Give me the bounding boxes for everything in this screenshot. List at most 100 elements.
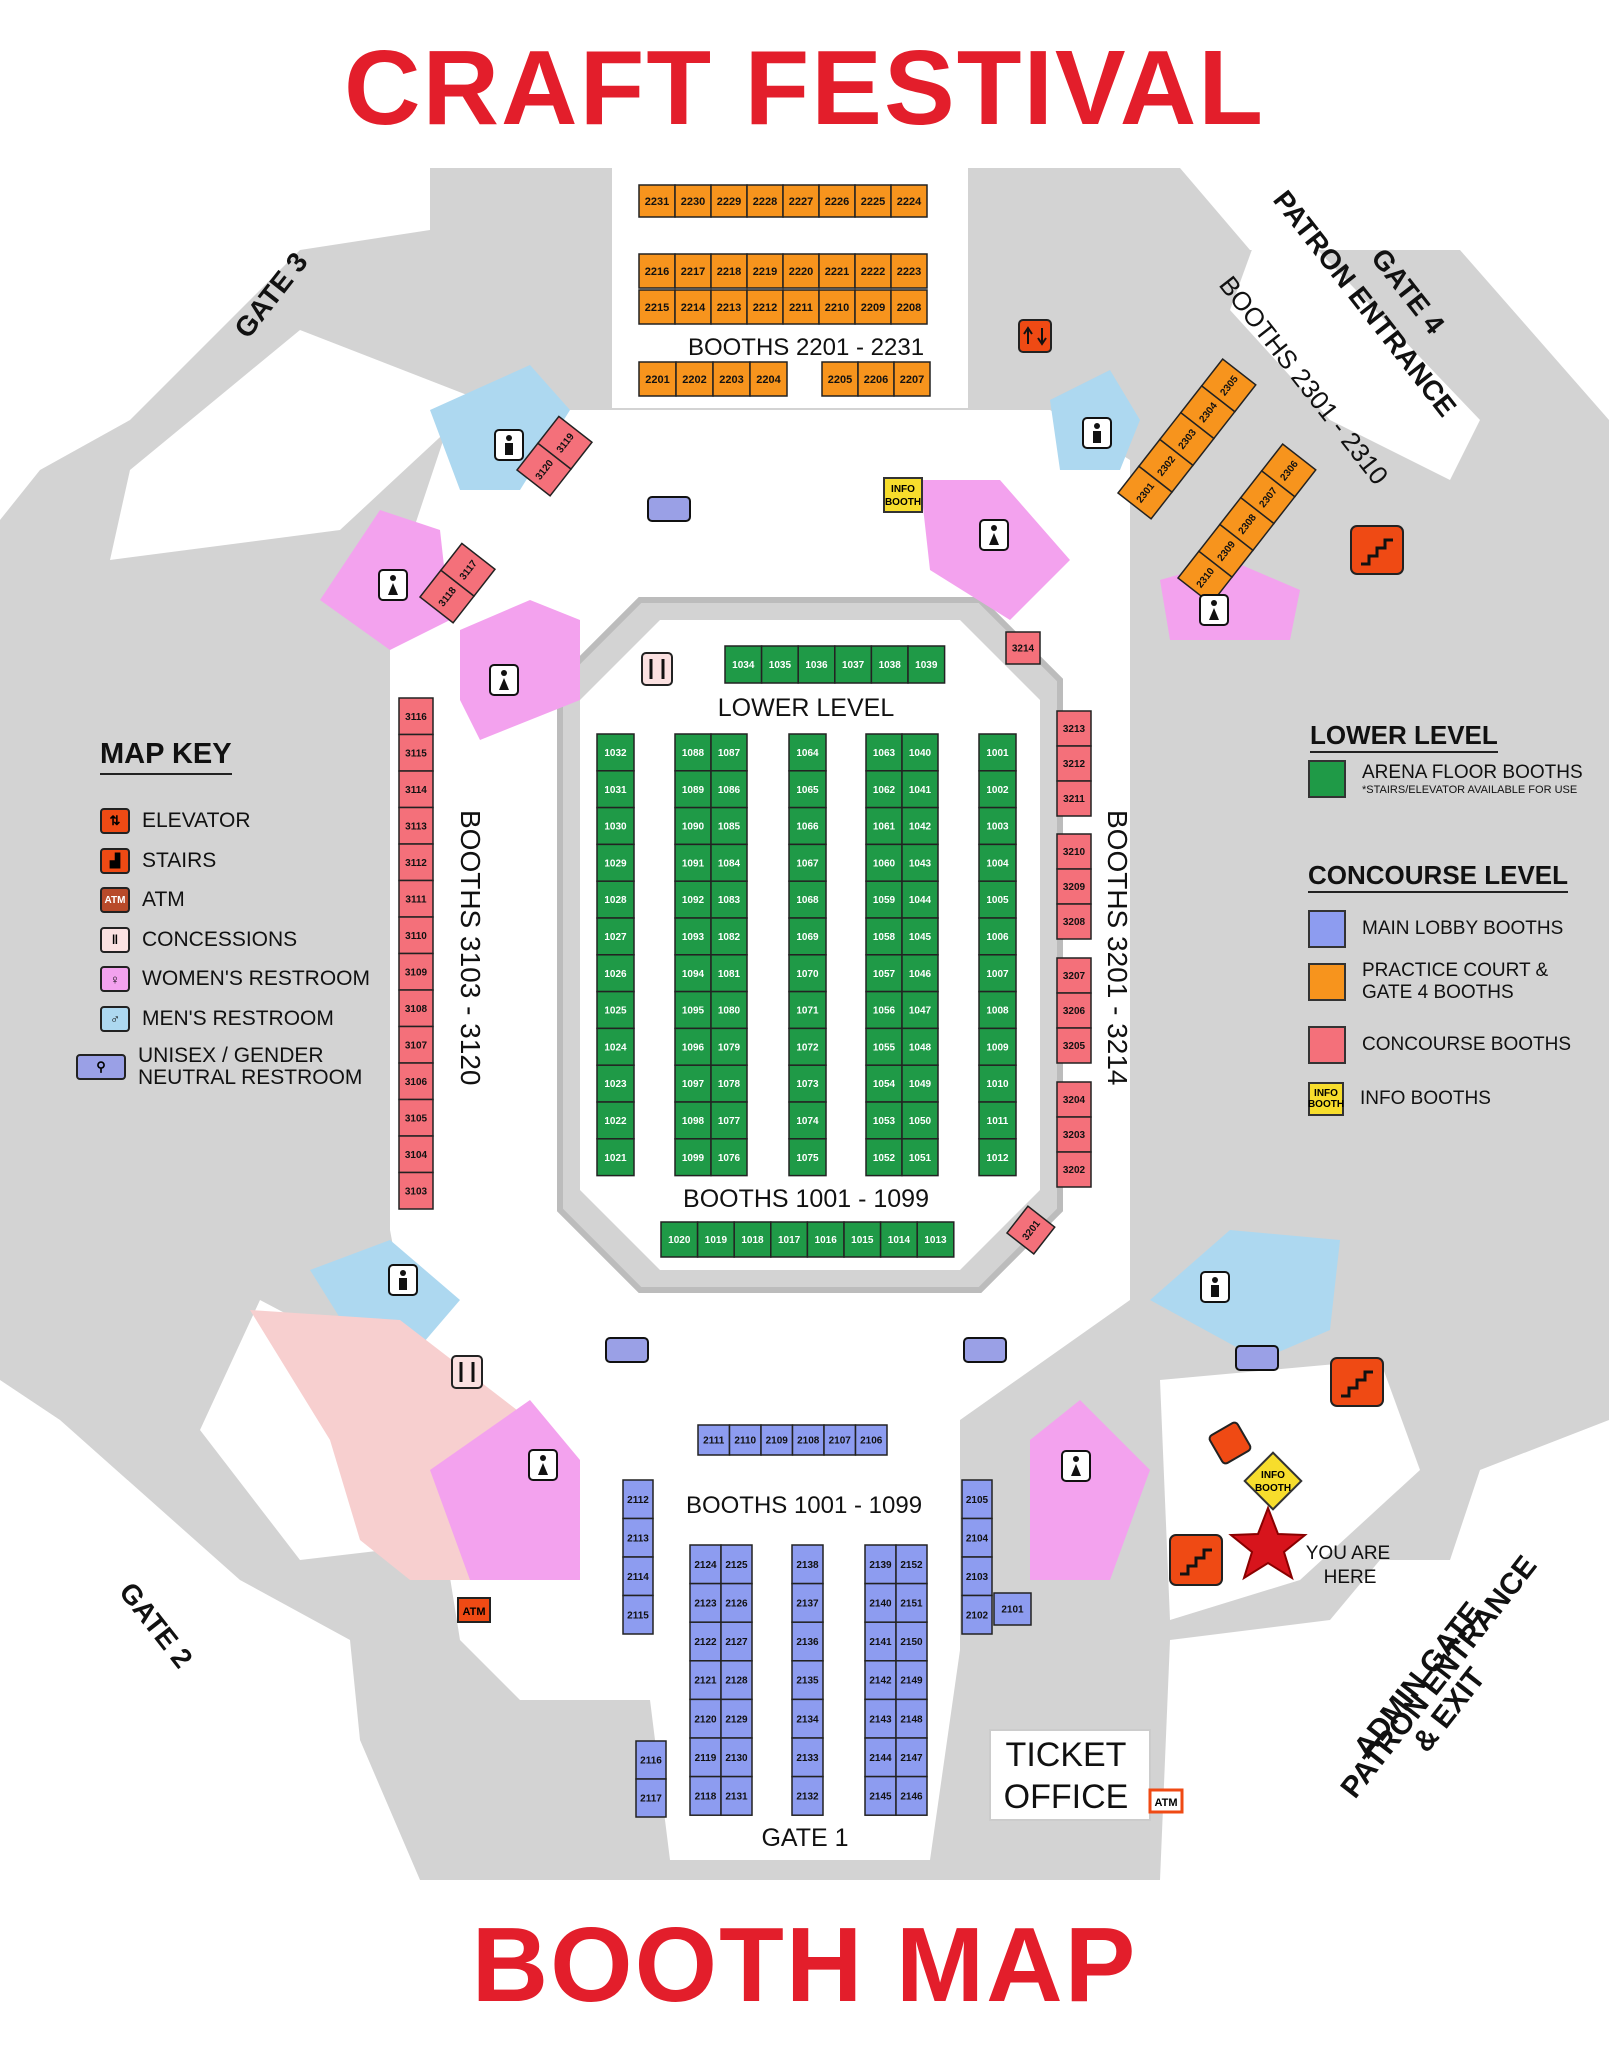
booth-1092[interactable]: 1092 [674, 880, 712, 919]
booth-1068[interactable]: 1068 [788, 880, 827, 919]
booth-1007[interactable]: 1007 [978, 954, 1017, 993]
mens-restroom-icon[interactable] [494, 429, 524, 461]
booth-2220[interactable]: 2220 [782, 253, 820, 289]
booth-1080[interactable]: 1080 [710, 990, 748, 1030]
mens-restroom-icon[interactable] [388, 1264, 418, 1296]
booth-2108[interactable]: 2108 [791, 1424, 825, 1456]
booth-2137[interactable]: 2137 [791, 1582, 824, 1623]
booth-2145[interactable]: 2145 [864, 1775, 897, 1816]
booth-2210[interactable]: 2210 [818, 289, 856, 325]
booth-3209[interactable]: 3209 [1056, 868, 1092, 905]
booth-1018[interactable]: 1018 [733, 1221, 772, 1258]
booth-2206[interactable]: 2206 [857, 361, 895, 397]
booth-3115[interactable]: 3115 [398, 733, 434, 772]
womens-restroom-icon[interactable] [1061, 1450, 1091, 1482]
booth-3120[interactable]: 3120 [515, 442, 573, 497]
booth-1045[interactable]: 1045 [901, 917, 939, 956]
booth-2123[interactable]: 2123 [689, 1582, 722, 1623]
booth-1009[interactable]: 1009 [978, 1027, 1017, 1066]
booth-2310[interactable]: 2310 [1176, 550, 1234, 605]
booth-1042[interactable]: 1042 [901, 806, 939, 846]
booth-3106[interactable]: 3106 [398, 1062, 434, 1101]
booth-1006[interactable]: 1006 [978, 917, 1017, 956]
booth-1060[interactable]: 1060 [865, 843, 903, 882]
booth-1070[interactable]: 1070 [788, 954, 827, 993]
booth-2127[interactable]: 2127 [720, 1621, 753, 1662]
booth-1067[interactable]: 1067 [788, 843, 827, 882]
booth-1071[interactable]: 1071 [788, 990, 827, 1030]
booth-1064[interactable]: 1064 [788, 733, 827, 772]
booth-2219[interactable]: 2219 [746, 253, 784, 289]
booth-2213[interactable]: 2213 [710, 289, 748, 325]
booth-2105[interactable]: 2105 [961, 1479, 993, 1520]
booth-1038[interactable]: 1038 [870, 645, 909, 684]
booth-2225[interactable]: 2225 [854, 184, 892, 218]
booth-2117[interactable]: 2117 [635, 1778, 667, 1818]
booth-1088[interactable]: 1088 [674, 733, 712, 772]
booth-1025[interactable]: 1025 [596, 990, 635, 1030]
booth-2129[interactable]: 2129 [720, 1698, 753, 1739]
booth-2134[interactable]: 2134 [791, 1698, 824, 1739]
booth-1048[interactable]: 1048 [901, 1027, 939, 1066]
booth-1020[interactable]: 1020 [660, 1221, 699, 1258]
booth-1079[interactable]: 1079 [710, 1027, 748, 1066]
booth-1043[interactable]: 1043 [901, 843, 939, 882]
booth-2109[interactable]: 2109 [760, 1424, 794, 1456]
booth-2142[interactable]: 2142 [864, 1660, 897, 1701]
booth-1028[interactable]: 1028 [596, 880, 635, 919]
booth-1005[interactable]: 1005 [978, 880, 1017, 919]
booth-2143[interactable]: 2143 [864, 1698, 897, 1739]
booth-2110[interactable]: 2110 [728, 1424, 762, 1456]
booth-1026[interactable]: 1026 [596, 954, 635, 993]
booth-2309[interactable]: 2309 [1197, 523, 1255, 579]
booth-1027[interactable]: 1027 [596, 917, 635, 956]
booth-1019[interactable]: 1019 [696, 1221, 735, 1258]
booth-1084[interactable]: 1084 [710, 843, 748, 882]
booth-2216[interactable]: 2216 [638, 253, 676, 289]
booth-3110[interactable]: 3110 [398, 916, 434, 955]
booth-2107[interactable]: 2107 [823, 1424, 857, 1456]
booth-2203[interactable]: 2203 [712, 361, 751, 397]
booth-1097[interactable]: 1097 [674, 1064, 712, 1103]
booth-2307[interactable]: 2307 [1239, 469, 1296, 525]
booth-1022[interactable]: 1022 [596, 1101, 635, 1140]
booth-1077[interactable]: 1077 [710, 1101, 748, 1140]
booth-2112[interactable]: 2112 [622, 1479, 654, 1520]
booth-1003[interactable]: 1003 [978, 806, 1017, 846]
booth-2151[interactable]: 2151 [895, 1582, 928, 1623]
booth-1058[interactable]: 1058 [865, 917, 903, 956]
booth-1016[interactable]: 1016 [806, 1221, 845, 1258]
booth-3201[interactable]: 3201 [1005, 1205, 1056, 1255]
booth-1037[interactable]: 1037 [834, 645, 873, 684]
booth-1069[interactable]: 1069 [788, 917, 827, 956]
info-booth-north[interactable]: INFO BOOTH [883, 477, 923, 513]
booth-1085[interactable]: 1085 [710, 806, 748, 846]
booth-1062[interactable]: 1062 [865, 770, 903, 809]
booth-1082[interactable]: 1082 [710, 917, 748, 956]
booth-1031[interactable]: 1031 [596, 770, 635, 809]
booth-1096[interactable]: 1096 [674, 1027, 712, 1066]
womens-restroom-icon[interactable] [528, 1449, 558, 1481]
concessions-icon[interactable] [451, 1355, 483, 1389]
booth-2130[interactable]: 2130 [720, 1737, 753, 1778]
booth-1076[interactable]: 1076 [710, 1138, 748, 1177]
booth-2152[interactable]: 2152 [895, 1544, 928, 1585]
booth-2306[interactable]: 2306 [1260, 442, 1317, 498]
booth-2106[interactable]: 2106 [854, 1424, 888, 1456]
booth-3202[interactable]: 3202 [1056, 1151, 1092, 1188]
womens-restroom-icon[interactable] [979, 519, 1009, 551]
booth-3116[interactable]: 3116 [398, 697, 434, 736]
booth-3119[interactable]: 3119 [536, 415, 594, 471]
booth-2305[interactable]: 2305 [1200, 357, 1257, 413]
booth-2201[interactable]: 2201 [638, 361, 677, 397]
stairs-icon[interactable] [1169, 1534, 1223, 1586]
booth-1050[interactable]: 1050 [901, 1101, 939, 1140]
booth-2228[interactable]: 2228 [746, 184, 784, 218]
booth-2104[interactable]: 2104 [961, 1517, 993, 1558]
booth-1083[interactable]: 1083 [710, 880, 748, 919]
booth-1087[interactable]: 1087 [710, 733, 748, 772]
booth-1086[interactable]: 1086 [710, 770, 748, 809]
womens-restroom-icon[interactable] [489, 664, 519, 696]
booth-1093[interactable]: 1093 [674, 917, 712, 956]
booth-1099[interactable]: 1099 [674, 1138, 712, 1177]
